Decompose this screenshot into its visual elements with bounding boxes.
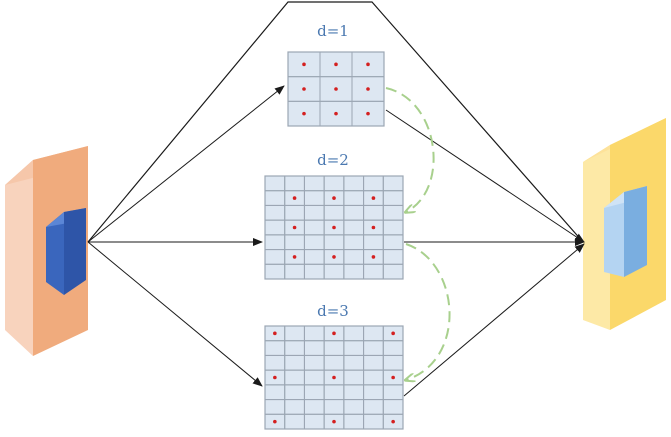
grid-d3-label: d=3 bbox=[317, 302, 349, 320]
grid-d2-cell bbox=[382, 263, 404, 280]
arrow-input-to-d1 bbox=[87, 85, 285, 243]
grid-d2: d=2 bbox=[264, 151, 404, 280]
grid-d1-sample-dot bbox=[334, 62, 338, 67]
input-feature-map bbox=[5, 146, 88, 356]
skip-connection-line bbox=[87, 1, 584, 243]
input-kernel-front bbox=[64, 208, 86, 295]
grid-d2-sample-dot bbox=[332, 255, 336, 259]
grid-d3-sample-dot bbox=[273, 331, 277, 336]
curved-arrow-d1-to-d2 bbox=[385, 87, 435, 212]
grid-d1-sample-dot bbox=[334, 87, 338, 91]
grid-d1-sample-dot bbox=[302, 87, 306, 91]
curved-arrow-d2-to-d3 bbox=[406, 243, 451, 380]
grid-d3-sample-dot bbox=[273, 419, 277, 424]
grid-d1-label: d=1 bbox=[317, 22, 349, 40]
grid-d2-sample-dot bbox=[371, 225, 376, 230]
arrow-input-to-d3 bbox=[87, 241, 263, 387]
grid-d2-sample-dot bbox=[292, 225, 297, 230]
grid-d3-cell bbox=[382, 413, 404, 430]
grid-d1-sample-dot bbox=[334, 111, 338, 116]
grid-d1-sample-dot bbox=[302, 111, 306, 116]
grid-d3: d=3 bbox=[264, 302, 404, 430]
arrow-d3-to-output bbox=[403, 243, 585, 397]
arrow-d1-to-output bbox=[385, 109, 585, 243]
output-kernel-side bbox=[604, 192, 624, 277]
grid-d1-sample-dot bbox=[366, 62, 370, 67]
grid-d1-sample-dot bbox=[366, 87, 370, 91]
grid-d2-sample-dot bbox=[332, 196, 336, 200]
grid-d2-sample-dot bbox=[371, 196, 376, 200]
grid-d3-sample-dot bbox=[391, 331, 395, 336]
grid-d3-sample-dot bbox=[332, 375, 336, 380]
output-kernel-front bbox=[624, 186, 647, 277]
grid-d1: d=1 bbox=[287, 22, 385, 127]
grid-d3-sample-dot bbox=[332, 419, 336, 424]
grid-d2-sample-dot bbox=[292, 196, 297, 200]
grid-d1-cell bbox=[351, 100, 385, 127]
grid-d3-sample-dot bbox=[273, 375, 277, 380]
input-kernel-side bbox=[46, 212, 64, 295]
grid-d2-sample-dot bbox=[292, 255, 297, 259]
grid-d2-sample-dot bbox=[371, 255, 376, 259]
output-block-side bbox=[583, 145, 610, 330]
grid-d3-sample-dot bbox=[391, 375, 395, 380]
grid-d1-sample-dot bbox=[366, 111, 370, 116]
output-feature-map bbox=[583, 118, 666, 330]
grid-d3-sample-dot bbox=[391, 419, 395, 424]
grid-d2-label: d=2 bbox=[317, 151, 349, 169]
grid-d2-sample-dot bbox=[332, 225, 336, 230]
input-block-side bbox=[5, 160, 33, 356]
grid-d1-sample-dot bbox=[302, 62, 306, 67]
grid-d3-sample-dot bbox=[332, 331, 336, 336]
